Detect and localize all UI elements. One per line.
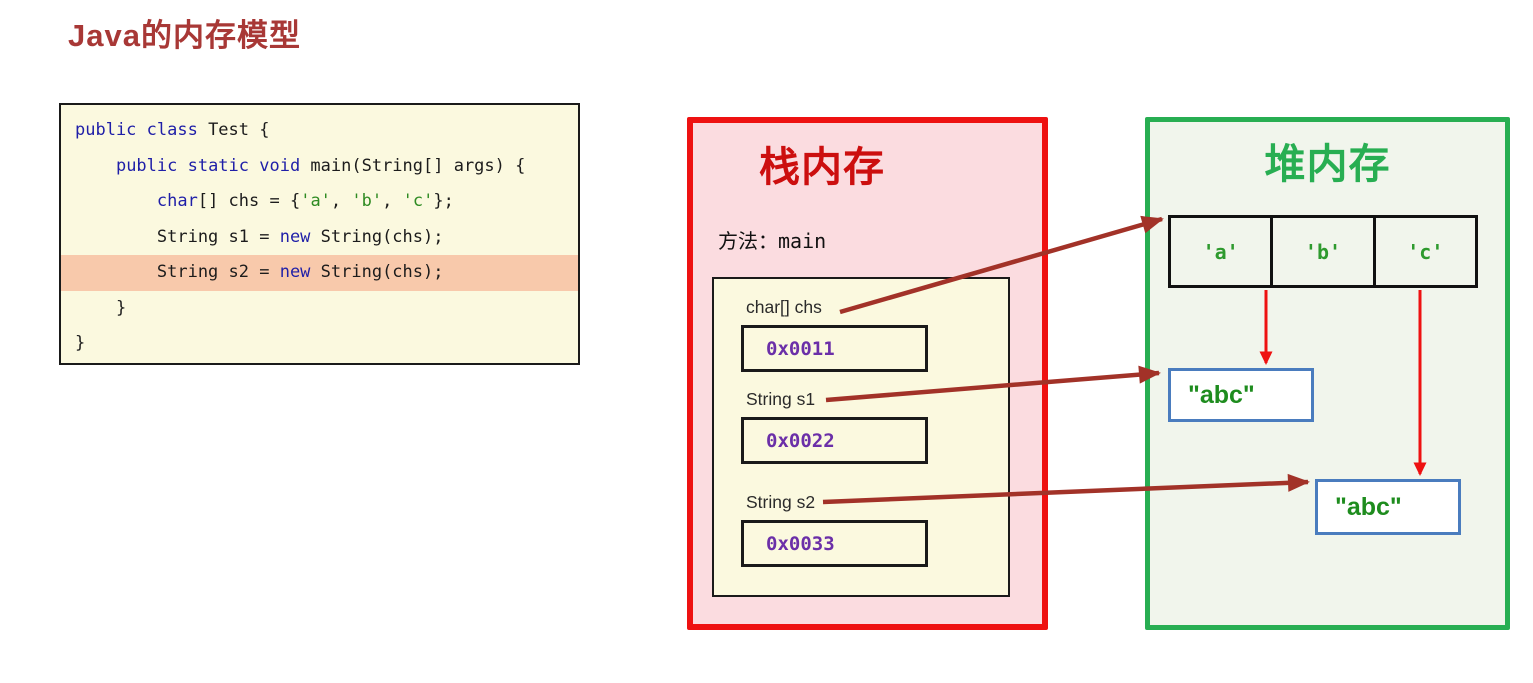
- code-line: String s1 = new String(chs);: [61, 220, 578, 256]
- code-token: 'c': [402, 191, 434, 211]
- string-value: "abc": [1188, 380, 1255, 409]
- code-line: char[] chs = {'a', 'b', 'c'};: [61, 184, 578, 220]
- char-array: 'a' 'b''c': [1168, 215, 1478, 288]
- address-box: 0x0011: [741, 325, 928, 372]
- code-token: 'b': [351, 191, 383, 211]
- stack-variable: String s1 0x0022: [741, 387, 928, 464]
- method-label: 方法：: [718, 231, 778, 253]
- code-token: char: [156, 191, 198, 211]
- variable-label: String s2: [746, 492, 816, 512]
- variable-label: String s1: [746, 389, 816, 409]
- code-line: }: [61, 326, 578, 362]
- code-token: }: [75, 297, 127, 318]
- code-line: }: [61, 291, 578, 327]
- code-token: new: [279, 226, 311, 247]
- code-token: String s1 =: [75, 226, 280, 247]
- code-line: public static void main(String[] args) {: [61, 149, 578, 185]
- array-cell: 'c': [1372, 218, 1475, 285]
- code-token: }: [75, 333, 86, 353]
- address-value: 0x0033: [766, 532, 835, 555]
- code-lines: public class Test { public static void m…: [61, 113, 578, 362]
- code-token: Test {: [197, 120, 270, 140]
- page-title: Java的内存模型: [68, 18, 301, 53]
- code-block: public class Test { public static void m…: [59, 103, 580, 365]
- array-cell: 'b': [1270, 218, 1372, 285]
- string-object: "abc": [1168, 368, 1314, 422]
- code-token: String(chs);: [310, 226, 444, 247]
- stack-variable: String s2 0x0033: [741, 490, 928, 567]
- code-token: };: [433, 191, 454, 211]
- code-token: public static void: [115, 155, 301, 176]
- string-value: "abc": [1335, 492, 1402, 521]
- variable-label: char[] chs: [746, 297, 822, 317]
- code-token: [75, 156, 116, 176]
- code-token: public class: [75, 120, 198, 140]
- heap-title: 堆内存: [1264, 141, 1391, 187]
- code-token: main(String[] args) {: [300, 155, 526, 176]
- stack-variable: char[] chs 0x0011: [741, 295, 928, 372]
- code-token: ,: [330, 191, 352, 211]
- heap-memory-panel: 堆内存 'a' 'b''c' "abc" "abc": [1145, 117, 1510, 630]
- code-token: [] chs = {: [197, 191, 301, 211]
- address-value: 0x0022: [766, 429, 835, 452]
- code-token: 'a': [300, 191, 331, 211]
- code-token: ,: [382, 191, 403, 211]
- code-token: String s2 =: [75, 262, 280, 282]
- address-box: 0x0022: [741, 417, 928, 464]
- code-line: public class Test {: [61, 113, 578, 149]
- method-row: 方法：main: [718, 225, 826, 254]
- code-line-highlighted: String s2 = new String(chs);: [61, 255, 578, 291]
- code-token: new: [279, 262, 311, 282]
- address-value: 0x0011: [766, 337, 835, 360]
- stack-title: 栈内存: [759, 144, 885, 190]
- address-box: 0x0033: [741, 520, 928, 567]
- array-cell: 'a': [1202, 239, 1239, 264]
- string-object: "abc": [1315, 479, 1461, 535]
- code-token: [75, 191, 157, 211]
- method-name: main: [778, 229, 827, 253]
- code-token: String(chs);: [310, 262, 444, 282]
